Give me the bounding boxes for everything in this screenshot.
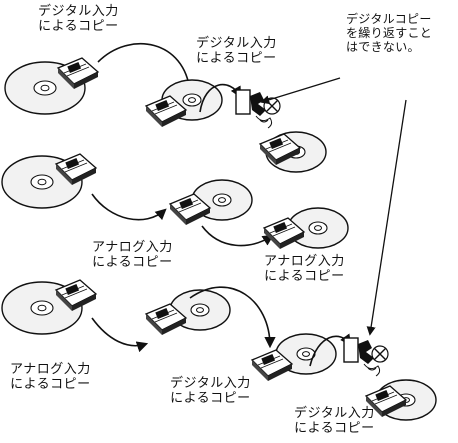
curved-arrow-icon xyxy=(91,317,149,353)
label-digital-copy: デジタル入力によるコピー xyxy=(294,406,375,436)
row1-dest2 xyxy=(259,131,327,173)
row3-dest3 xyxy=(365,379,437,421)
row2-source xyxy=(1,153,97,209)
row2-dest2 xyxy=(263,207,349,250)
label-digital-copy: デジタル入力によるコピー xyxy=(170,376,251,406)
label-analog-copy: アナログ入力によるコピー xyxy=(10,362,91,392)
pointer-line xyxy=(366,99,407,336)
label-digital-copy: デジタル入力によるコピー xyxy=(196,36,277,66)
label-digital-copy: デジタル入力によるコピー xyxy=(38,4,119,34)
pointer-line xyxy=(260,77,341,105)
label-analog-copy: アナログ入力によるコピー xyxy=(264,254,345,284)
row2-dest1 xyxy=(169,179,253,226)
row1-source xyxy=(4,57,99,115)
curved-arrow-icon xyxy=(201,225,274,247)
curved-arrow-icon xyxy=(97,42,195,95)
curved-arrow-icon xyxy=(91,193,167,221)
row1-dest1 xyxy=(145,79,223,128)
note-no-repeat-copy: デジタルコピーを繰り返すことはできない。 xyxy=(346,12,433,54)
row3-source xyxy=(1,279,97,335)
label-analog-copy: アナログ入力によるコピー xyxy=(92,240,173,270)
scms-block-icon xyxy=(343,337,389,377)
row3-dest1 xyxy=(145,289,231,336)
curved-arrow-icon xyxy=(189,286,276,349)
scms-block-icon xyxy=(235,89,281,129)
